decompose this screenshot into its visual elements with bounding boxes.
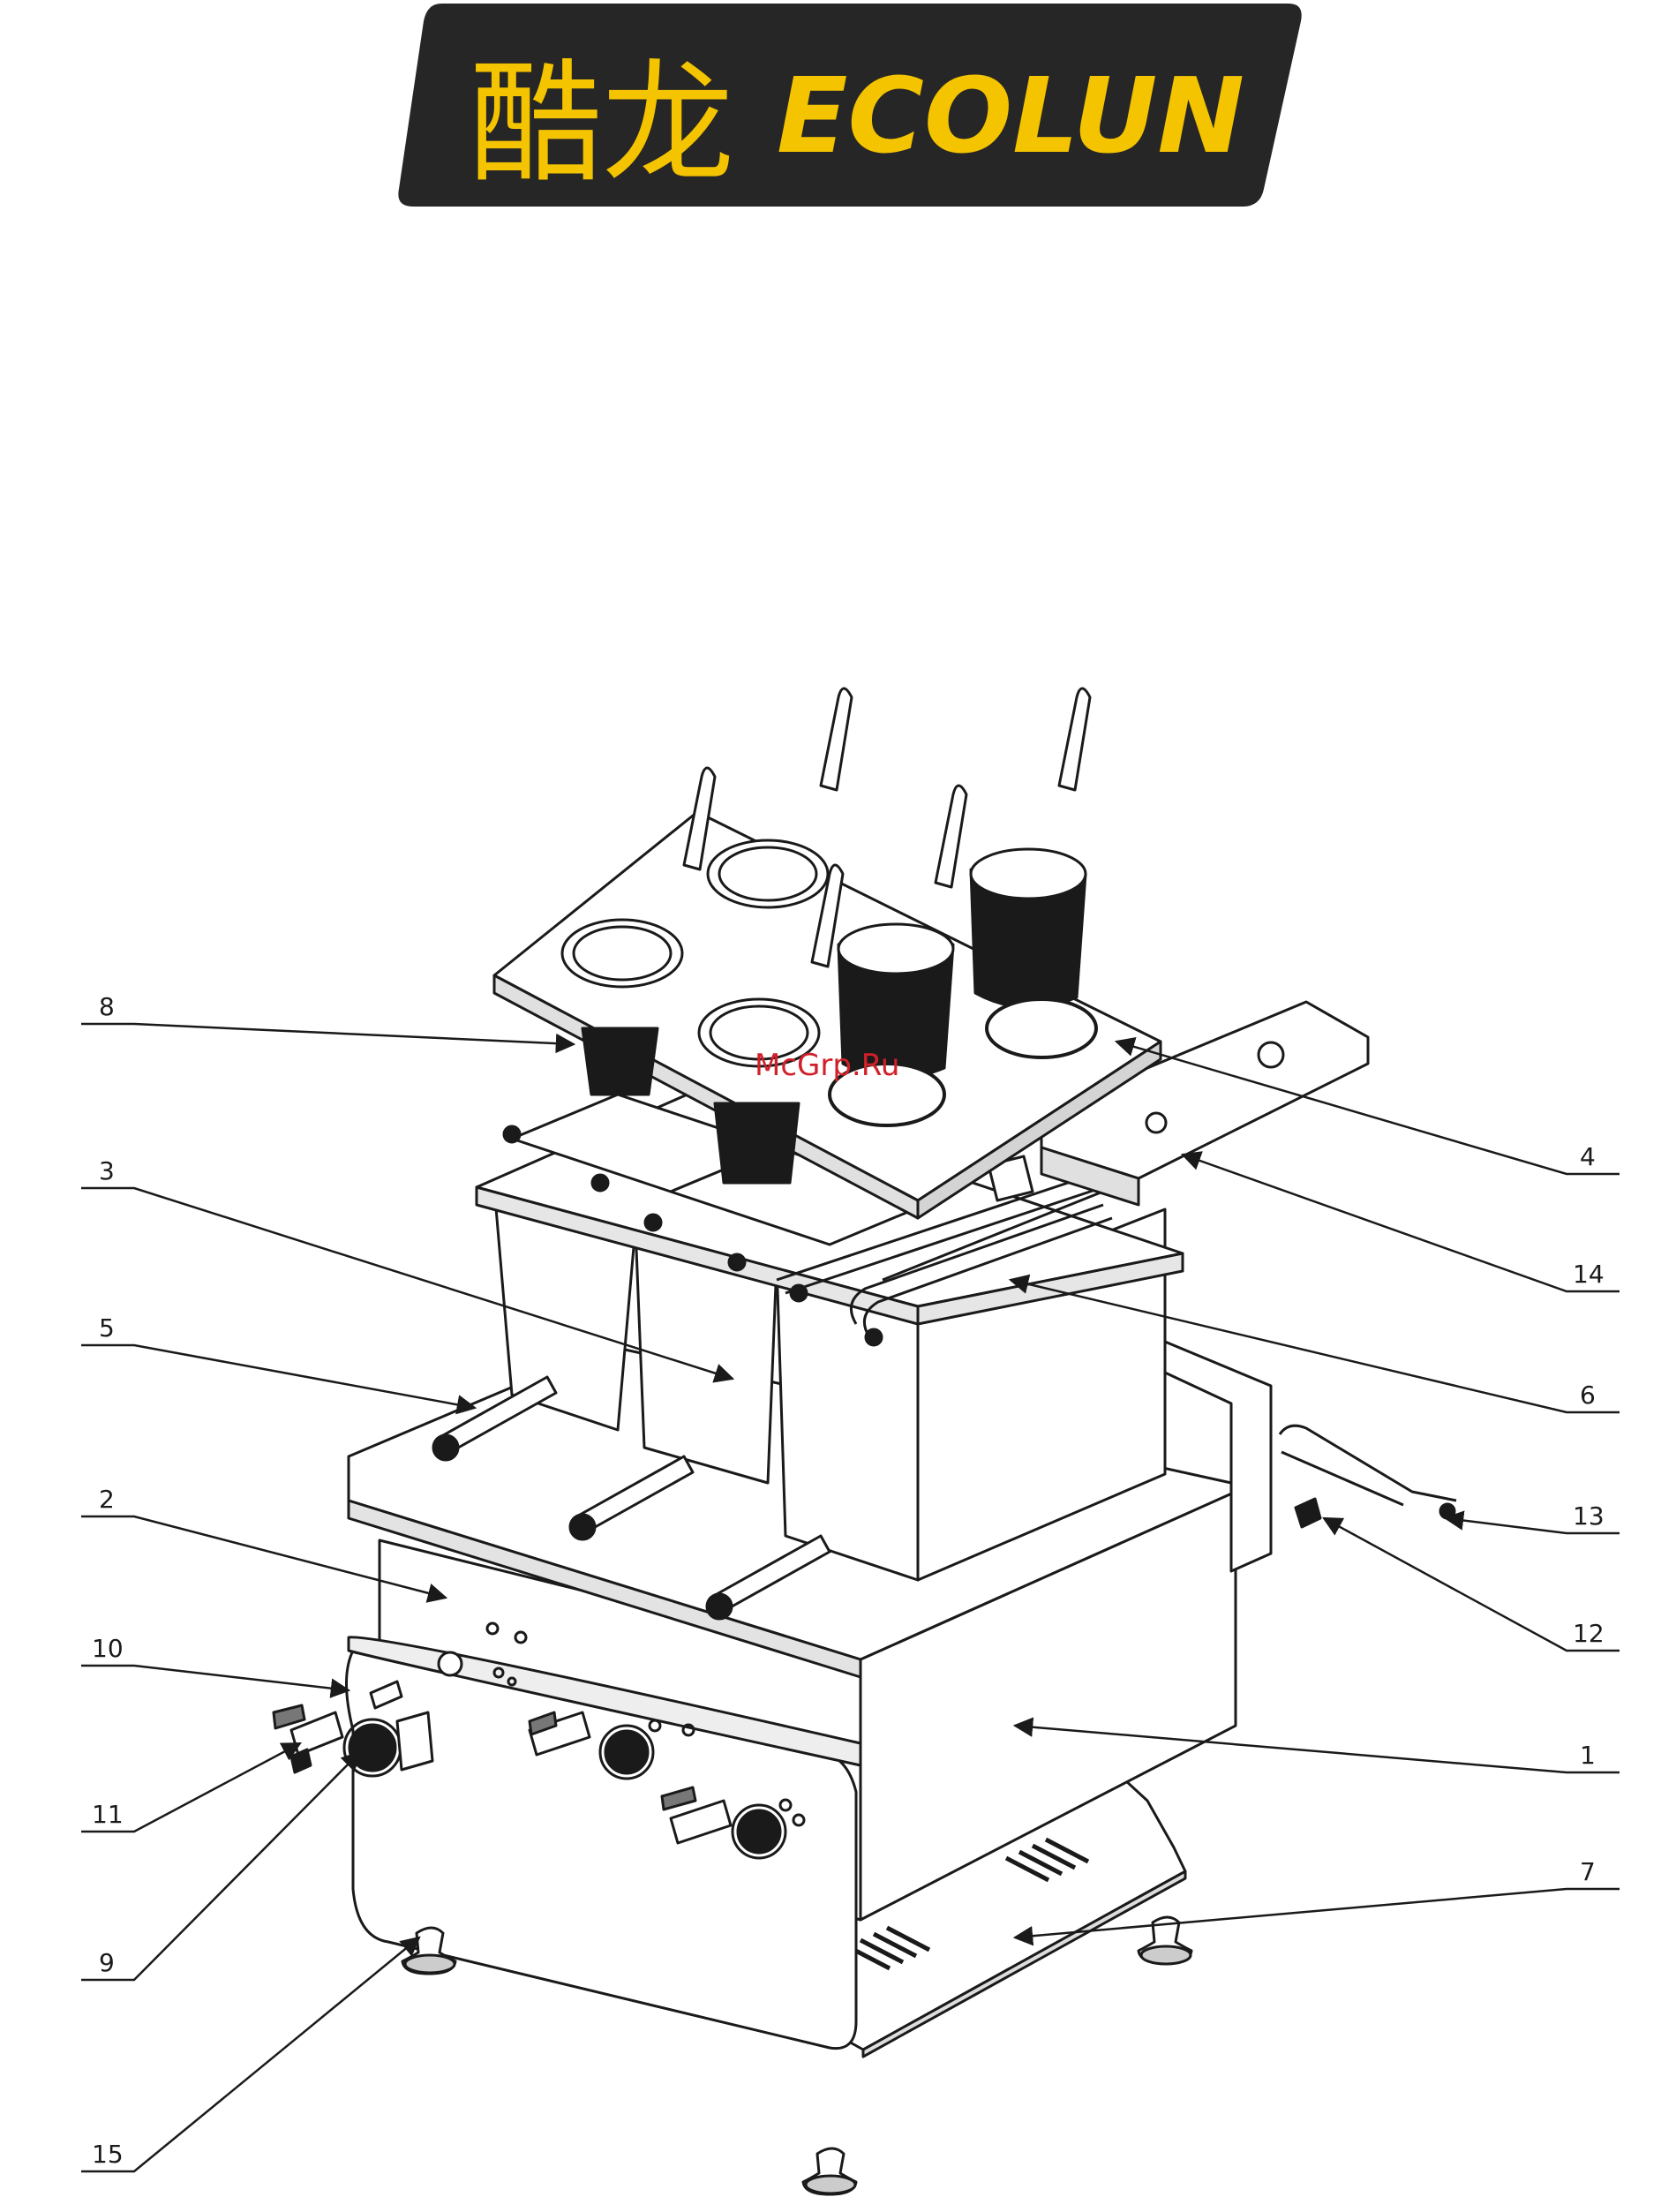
- callout-1: 1: [1580, 1741, 1596, 1770]
- thermostat-12: [1296, 1499, 1320, 1527]
- element-13: [1280, 1426, 1456, 1505]
- callout-10: 10: [92, 1634, 124, 1663]
- fryer-drawing: [274, 688, 1456, 2194]
- brand-logo: 酷龙 ECOLUN: [398, 4, 1301, 207]
- callout-6: 6: [1580, 1381, 1596, 1410]
- callout-13: 13: [1573, 1501, 1605, 1531]
- callout-5: 5: [99, 1313, 115, 1343]
- callout-12: 12: [1573, 1619, 1605, 1648]
- callout-4: 4: [1580, 1142, 1596, 1171]
- callout-2: 2: [99, 1485, 115, 1514]
- callout-3: 3: [99, 1156, 115, 1185]
- callout-9: 9: [99, 1948, 115, 1977]
- callout-15: 15: [92, 2140, 124, 2169]
- logo-chinese-text: 酷龙: [470, 48, 734, 201]
- callout-14: 14: [1573, 1260, 1605, 1289]
- logo-english-text: ECOLUN: [777, 55, 1244, 177]
- callout-7: 7: [1580, 1857, 1596, 1886]
- callout-11: 11: [92, 1800, 124, 1829]
- callout-8: 8: [99, 992, 115, 1021]
- watermark: McGrp.Ru: [755, 1048, 899, 1083]
